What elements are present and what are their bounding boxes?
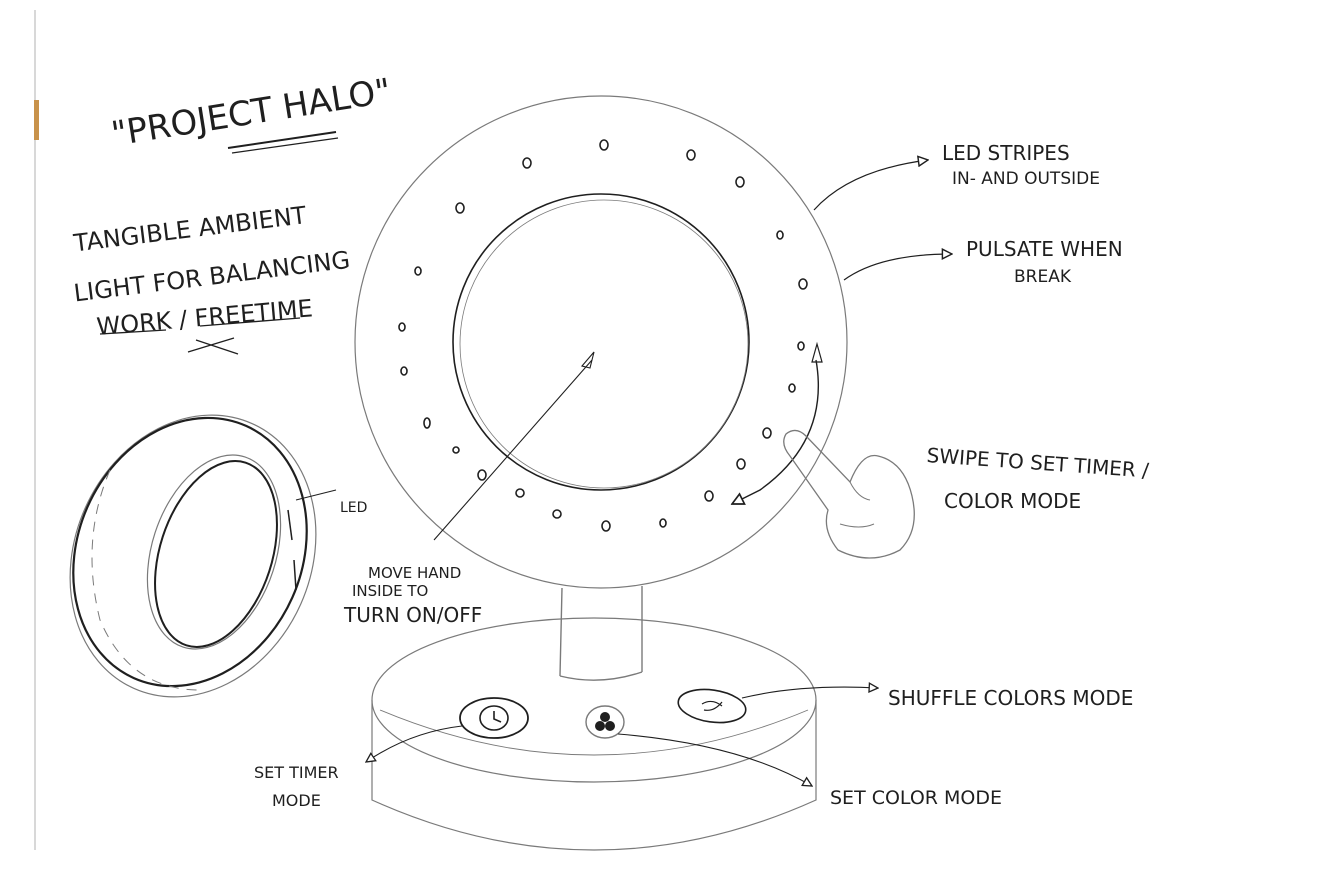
annotation-set-timer-1: SET TIMER bbox=[254, 763, 339, 782]
side-ring-sketch: LED bbox=[69, 414, 367, 698]
leader-shuffle bbox=[741, 687, 878, 699]
leader-move-hand-head bbox=[581, 351, 595, 369]
lamp-stem bbox=[559, 586, 643, 681]
cross-mark bbox=[187, 337, 239, 355]
shuffle-icon[interactable] bbox=[676, 685, 748, 726]
paper-tab bbox=[34, 100, 39, 140]
leader-led-stripes bbox=[813, 160, 928, 211]
annotation-set-timer-2: MODE bbox=[272, 791, 321, 810]
page-title: "PROJECT HALO" bbox=[109, 71, 394, 155]
annotation-led-stripes-2: IN- AND OUTSIDE bbox=[952, 169, 1100, 189]
ring-label-leader bbox=[295, 489, 337, 501]
annotation-led-stripes-1: LED STRIPES bbox=[942, 141, 1070, 165]
title-underline-2 bbox=[231, 137, 339, 154]
title-underline bbox=[227, 131, 337, 149]
leader-pulsate bbox=[843, 254, 952, 281]
pointing-hand-icon bbox=[783, 429, 915, 559]
clock-icon[interactable] bbox=[459, 697, 529, 739]
lamp-base bbox=[371, 617, 817, 851]
title-block: "PROJECT HALO" TANGIBLE AMBIENT LIGHT FO… bbox=[71, 71, 394, 355]
annotation-shuffle: SHUFFLE COLORS MODE bbox=[888, 686, 1133, 710]
swipe-arrow bbox=[732, 359, 820, 504]
ring-led-label: LED bbox=[340, 500, 367, 516]
halo-outer-ring bbox=[354, 95, 848, 589]
subtitle-line-1: TANGIBLE AMBIENT bbox=[71, 201, 308, 257]
subtitle-line-3: WORK / FREETIME bbox=[95, 294, 313, 341]
leader-set-timer bbox=[366, 725, 463, 762]
annotation-pulsate-1: PULSATE WHEN bbox=[966, 237, 1123, 261]
annotation-move-3: TURN ON/OFF bbox=[343, 603, 482, 627]
swipe-arrow-up-head bbox=[811, 341, 823, 363]
annotation-swipe-2: COLOR MODE bbox=[944, 489, 1081, 513]
halo-inner-opening bbox=[452, 193, 750, 491]
led-dots bbox=[398, 139, 808, 532]
annotation-set-color: SET COLOR MODE bbox=[830, 787, 1002, 809]
annotation-swipe-1: SWIPE TO SET TIMER / bbox=[926, 443, 1150, 482]
leader-move-hand bbox=[433, 359, 593, 541]
annotation-move-1: MOVE HAND bbox=[368, 564, 461, 582]
annotation-pulsate-2: BREAK bbox=[1014, 267, 1072, 287]
subtitle-underline-work bbox=[99, 329, 167, 335]
subtitle-underline-freetime bbox=[199, 317, 301, 327]
annotation-move-2: INSIDE TO bbox=[352, 582, 428, 600]
halo-lamp bbox=[354, 95, 848, 851]
leader-set-color bbox=[617, 733, 812, 786]
color-dots-icon[interactable] bbox=[585, 705, 625, 739]
